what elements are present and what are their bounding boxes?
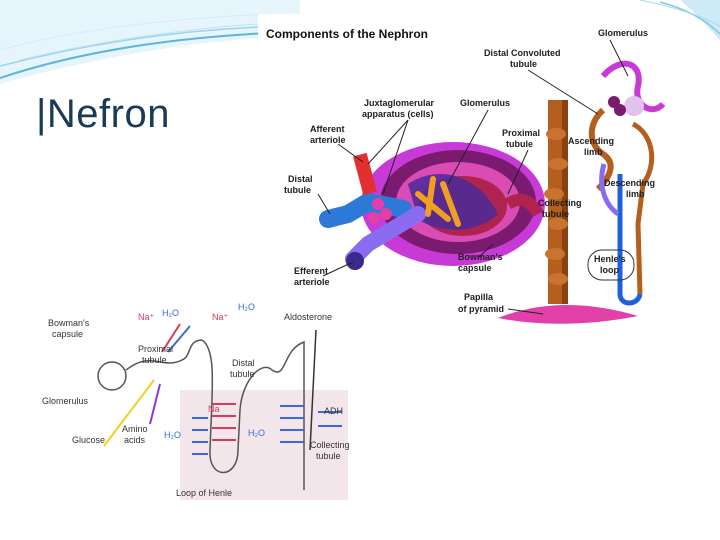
label-distal-tubule: tubule — [284, 185, 311, 195]
pointer-lines — [317, 39, 629, 315]
label-h2o-3: H₂O — [164, 430, 181, 440]
tubule-outline — [97, 339, 305, 490]
label-afferent: Afferent — [310, 124, 345, 134]
label-h2o-1: H₂O — [162, 308, 179, 318]
label-proximal: Proximal — [502, 128, 540, 138]
nephron-loop-drawing — [588, 60, 666, 306]
label-collecting-tubule: tubule — [316, 451, 341, 461]
nephron-components-figure: Components of the Nephron — [258, 14, 680, 332]
label-afferent-arteriole: arteriole — [310, 135, 346, 145]
figure-bottom-labels: Bowman's capsule Na⁺ H₂O Na⁺ H₂O Aldoste… — [42, 302, 350, 498]
label-ascending-limb: limb — [584, 147, 603, 157]
label-juxtaglomerular: Juxtaglomerular — [364, 98, 435, 108]
nephron-transport-figure: Bowman's capsule Na⁺ H₂O Na⁺ H₂O Aldoste… — [42, 300, 366, 512]
label-glomerulus: Glomerulus — [42, 396, 89, 406]
label-distal-tubule: tubule — [230, 369, 255, 379]
label-proximal: Proximal — [138, 344, 173, 354]
label-proximal-tubule: tubule — [506, 139, 533, 149]
label-collecting-tubule: tubule — [542, 209, 569, 219]
label-distal: Distal — [288, 174, 313, 184]
label-amino: Amino — [122, 424, 148, 434]
label-aldosterone: Aldosterone — [284, 312, 332, 322]
label-efferent: Efferent — [294, 266, 328, 276]
label-bowmans: Bowman's — [48, 318, 90, 328]
label-glomerulus-mid: Glomerulus — [460, 98, 510, 108]
label-bowmans-capsule: capsule — [52, 329, 83, 339]
label-henles-loop: loop — [600, 265, 619, 275]
label-amino-acids: acids — [124, 435, 146, 445]
label-na-3: Na — [208, 404, 220, 414]
label-efferent-arteriole: arteriole — [294, 277, 330, 287]
label-collecting: Collecting — [538, 198, 582, 208]
label-descending: Descending — [604, 178, 655, 188]
collecting-tubule-drawing — [498, 100, 638, 324]
label-loop-of-henle: Loop of Henle — [176, 488, 232, 498]
label-adh: ADH — [324, 406, 343, 416]
label-henles: Henle's — [594, 254, 626, 264]
label-h2o-4: H₂O — [248, 428, 265, 438]
label-glomerulus-top: Glomerulus — [598, 28, 648, 38]
label-bowmans: Bowman's — [458, 252, 503, 262]
label-papilla: Papilla — [464, 292, 494, 302]
label-glucose: Glucose — [72, 435, 105, 445]
renal-corpuscle-drawing — [319, 142, 545, 270]
transport-arrows — [103, 323, 342, 455]
label-distal-convoluted-tubule: tubule — [510, 59, 537, 69]
label-juxtaglomerular-cells: apparatus (cells) — [362, 109, 434, 119]
label-ascending: Ascending — [568, 136, 614, 146]
label-collecting: Collecting — [310, 440, 350, 450]
label-na-1: Na⁺ — [138, 312, 155, 322]
label-na-2: Na⁺ — [212, 312, 229, 322]
label-distal-convoluted: Distal Convoluted — [484, 48, 561, 58]
label-papilla-of-pyramid: of pyramid — [458, 304, 504, 314]
figure-title: Components of the Nephron — [266, 27, 428, 41]
slide-title: |Nefron — [36, 92, 170, 136]
label-h2o-2: H₂O — [238, 302, 255, 312]
label-proximal-tubule: tubule — [142, 355, 167, 365]
label-bowmans-capsule: capsule — [458, 263, 492, 273]
nephron-components-diagram: Components of the Nephron — [258, 14, 680, 332]
label-descending-limb: limb — [626, 189, 645, 199]
figure-top-labels: Glomerulus Distal Convoluted tubule Juxt… — [284, 28, 655, 314]
label-distal: Distal — [232, 358, 255, 368]
nephron-transport-diagram: Bowman's capsule Na⁺ H₂O Na⁺ H₂O Aldoste… — [42, 300, 366, 512]
